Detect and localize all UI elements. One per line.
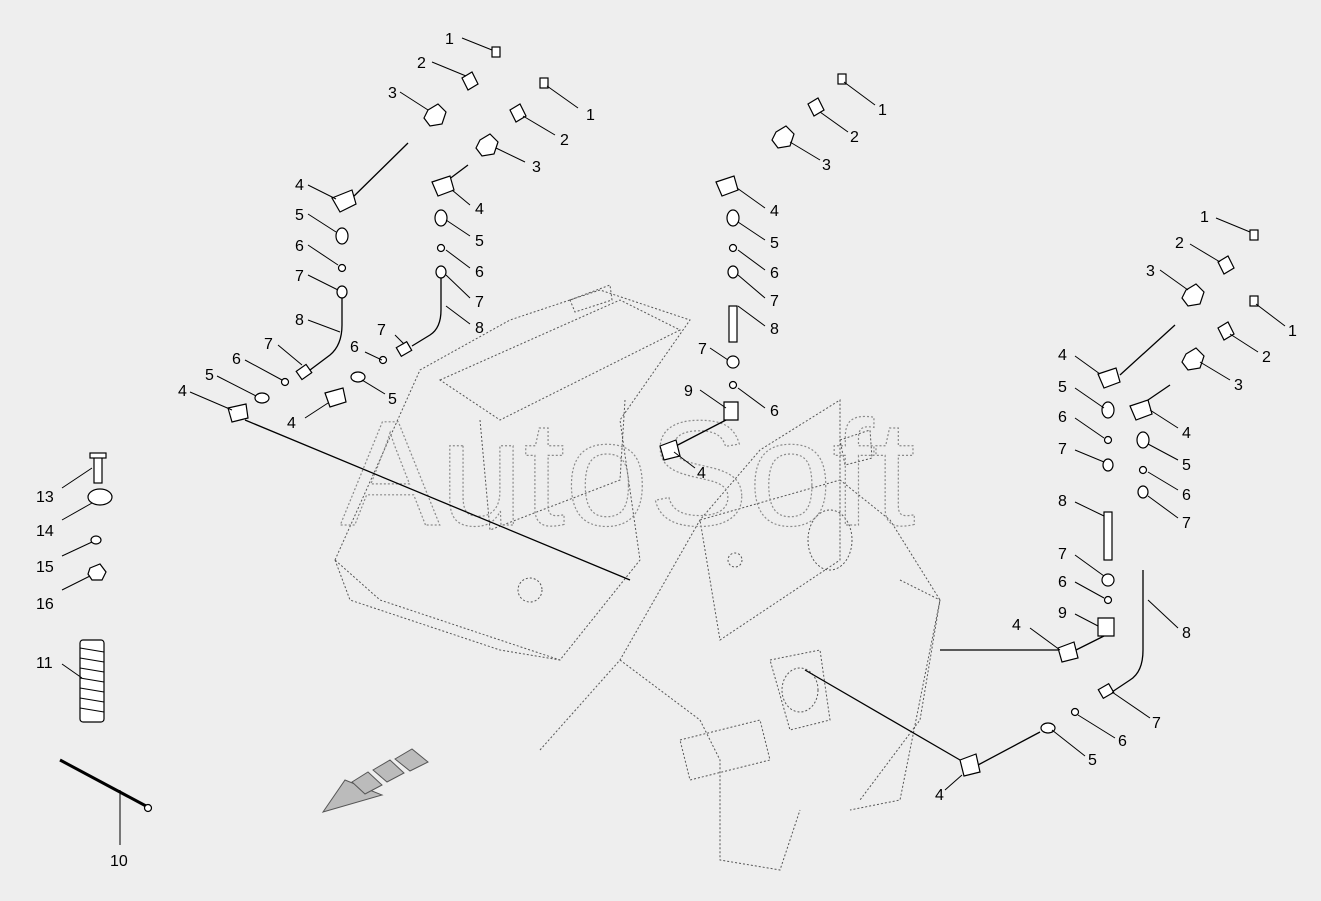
- machine-frame: [334, 284, 941, 871]
- callout-label: 5: [388, 391, 397, 408]
- callout-label: 6: [770, 403, 779, 420]
- callout-label: 4: [287, 415, 296, 432]
- callout-label: 8: [295, 312, 304, 329]
- callout-label: 7: [377, 322, 386, 339]
- callout-label: 6: [295, 238, 304, 255]
- callout-label: 1: [1200, 209, 1209, 226]
- callout-label: 8: [475, 320, 484, 337]
- callout-label: 4: [1182, 425, 1191, 442]
- callout-label: 9: [684, 383, 693, 400]
- callout-label: 7: [1058, 441, 1067, 458]
- callout-label: 6: [1058, 409, 1067, 426]
- callout-label: 3: [1146, 263, 1155, 280]
- callout-label: 9: [1058, 605, 1067, 622]
- callout-label: 14: [36, 523, 54, 540]
- line-group-e: 1 2 3 4 5 6 7 8 7 6 5 4: [935, 295, 1297, 804]
- callout-label: 11: [36, 655, 53, 672]
- callout-label: 4: [178, 383, 187, 400]
- callout-label: 6: [1182, 487, 1191, 504]
- callout-label: 7: [1058, 546, 1067, 563]
- callout-label: 5: [295, 207, 304, 224]
- callout-label: 5: [1182, 457, 1191, 474]
- direction-arrow-icon: [321, 748, 429, 813]
- callout-label: 2: [1175, 235, 1184, 252]
- callout-label: 6: [232, 351, 241, 368]
- watermark: AutoSoft: [340, 389, 915, 557]
- callout-label: 2: [417, 55, 426, 72]
- callout-label: 7: [1182, 515, 1191, 532]
- callout-label: 4: [295, 177, 304, 194]
- loose-parts: 13 14 15 16 11 10: [36, 452, 153, 870]
- callout-label: 7: [770, 293, 779, 310]
- callout-label: 7: [698, 341, 707, 358]
- callout-label: 6: [475, 264, 484, 281]
- callout-label: 8: [1058, 493, 1067, 510]
- callout-label: 5: [770, 235, 779, 252]
- callout-label: 3: [388, 85, 397, 102]
- callout-label: 16: [36, 596, 54, 613]
- callout-label: 5: [1058, 379, 1067, 396]
- callout-label: 6: [770, 265, 779, 282]
- callout-label: 5: [475, 233, 484, 250]
- line-group-c: 1 2 3 4 5 6 7 8 7 9 6 4: [659, 73, 887, 482]
- callout-label: 6: [1058, 574, 1067, 591]
- callout-label: 8: [770, 321, 779, 338]
- callout-label: 1: [878, 102, 887, 119]
- callout-label: 7: [264, 336, 273, 353]
- line-group-b: 1 2 3 4 5 6 7 8 7 6 5 4: [287, 77, 595, 432]
- callout-label: 2: [1262, 349, 1271, 366]
- callout-label: 6: [1118, 733, 1127, 750]
- callout-label: 5: [1088, 752, 1097, 769]
- callout-label: 1: [586, 107, 595, 124]
- callout-label: 6: [350, 339, 359, 356]
- callout-label: 4: [1058, 347, 1067, 364]
- callout-label: 1: [1288, 323, 1297, 340]
- callout-label: 3: [1234, 377, 1243, 394]
- callout-label: 15: [36, 559, 54, 576]
- callout-label: 1: [445, 31, 454, 48]
- callout-label: 7: [475, 294, 484, 311]
- callout-label: 7: [1152, 715, 1161, 732]
- line-group-a: 1 2 3 4 5 6 7 8 7 6 5 4: [178, 31, 501, 423]
- line-group-d: 1 2 3 4 5 6 7 8 7 6 9 4: [1012, 209, 1259, 663]
- hose-lines: [244, 142, 1176, 761]
- callout-label: 4: [697, 465, 706, 482]
- callout-label: 8: [1182, 625, 1191, 642]
- callout-label: 2: [850, 129, 859, 146]
- callout-label: 4: [935, 787, 944, 804]
- callout-label: 4: [1012, 617, 1021, 634]
- callout-label: 13: [36, 489, 54, 506]
- callout-label: 5: [205, 367, 214, 384]
- callout-label: 2: [560, 132, 569, 149]
- callout-label: 3: [532, 159, 541, 176]
- callout-label: 4: [475, 201, 484, 218]
- callout-label: 4: [770, 203, 779, 220]
- callout-label: 7: [295, 268, 304, 285]
- callout-label: 3: [822, 157, 831, 174]
- callout-label: 10: [110, 853, 128, 870]
